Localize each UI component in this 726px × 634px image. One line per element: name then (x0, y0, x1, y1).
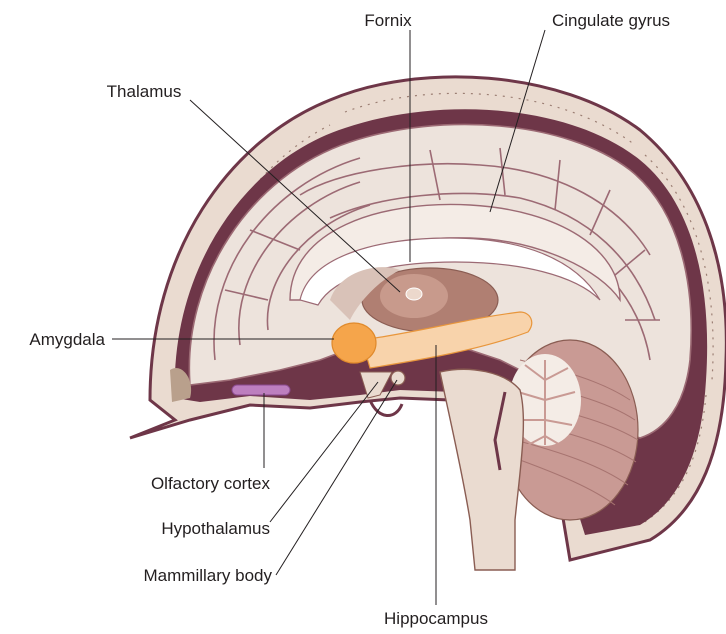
amygdala (332, 323, 376, 363)
brainstem (440, 369, 523, 570)
label-mammillary-body: Mammillary body (144, 566, 273, 585)
mammillary-body (391, 371, 405, 385)
pituitary (370, 400, 402, 416)
label-hypothalamus: Hypothalamus (161, 519, 270, 538)
olfactory-cortex-region (232, 385, 290, 395)
label-fornix: Fornix (364, 11, 412, 30)
thalamus-core (406, 288, 422, 300)
label-hippocampus: Hippocampus (384, 609, 488, 628)
label-cingulate-gyrus: Cingulate gyrus (552, 11, 670, 30)
label-thalamus: Thalamus (107, 82, 182, 101)
leader-mammillary-body (276, 380, 397, 575)
label-olfactory-cortex: Olfactory cortex (151, 474, 271, 493)
label-amygdala: Amygdala (29, 330, 105, 349)
